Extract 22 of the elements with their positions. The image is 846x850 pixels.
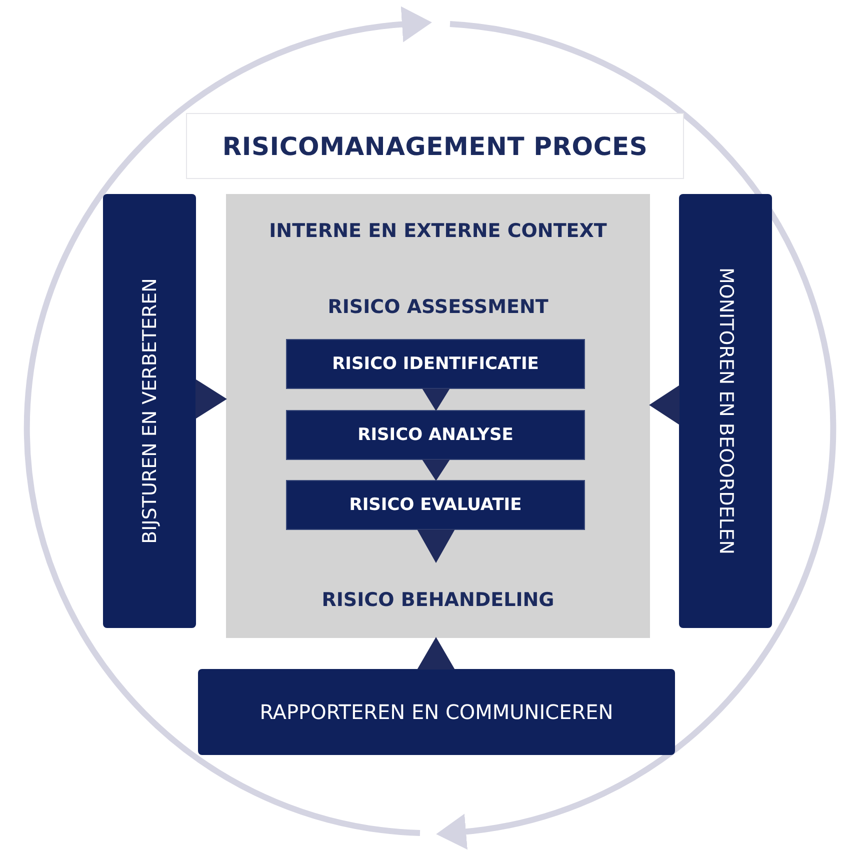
process-bar: [198, 669, 675, 755]
chevron-arrow: [422, 388, 450, 411]
step-label: RISICO IDENTIFICATIE: [332, 354, 539, 374]
bar-label: RAPPORTEREN EN COMMUNICEREN: [260, 700, 614, 724]
bar-label: BIJSTUREN EN VERBETEREN: [138, 278, 160, 544]
diagram-title: RISICOMANAGEMENT PROCES: [186, 113, 684, 179]
process-bar: [103, 194, 196, 628]
step-box: [286, 480, 585, 530]
band-heading: RISICO ASSESSMENT: [328, 296, 548, 318]
process-bar: [679, 194, 772, 628]
band-heading: INTERNE EN EXTERNE CONTEXT: [269, 220, 607, 242]
step-label: RISICO ANALYSE: [358, 425, 514, 445]
chevron-arrow: [417, 637, 455, 670]
chevron-arrow: [422, 460, 450, 481]
band-heading: RISICO BEHANDELING: [322, 589, 554, 611]
chevron-arrow: [417, 530, 455, 564]
chevron-arrow: [649, 385, 680, 425]
chevron-arrow: [196, 379, 227, 419]
step-box: [286, 410, 585, 460]
step-label: RISICO EVALUATIE: [349, 495, 522, 515]
bar-label: MONITOREN EN BEOORDELEN: [714, 267, 736, 555]
step-box: [286, 339, 585, 389]
